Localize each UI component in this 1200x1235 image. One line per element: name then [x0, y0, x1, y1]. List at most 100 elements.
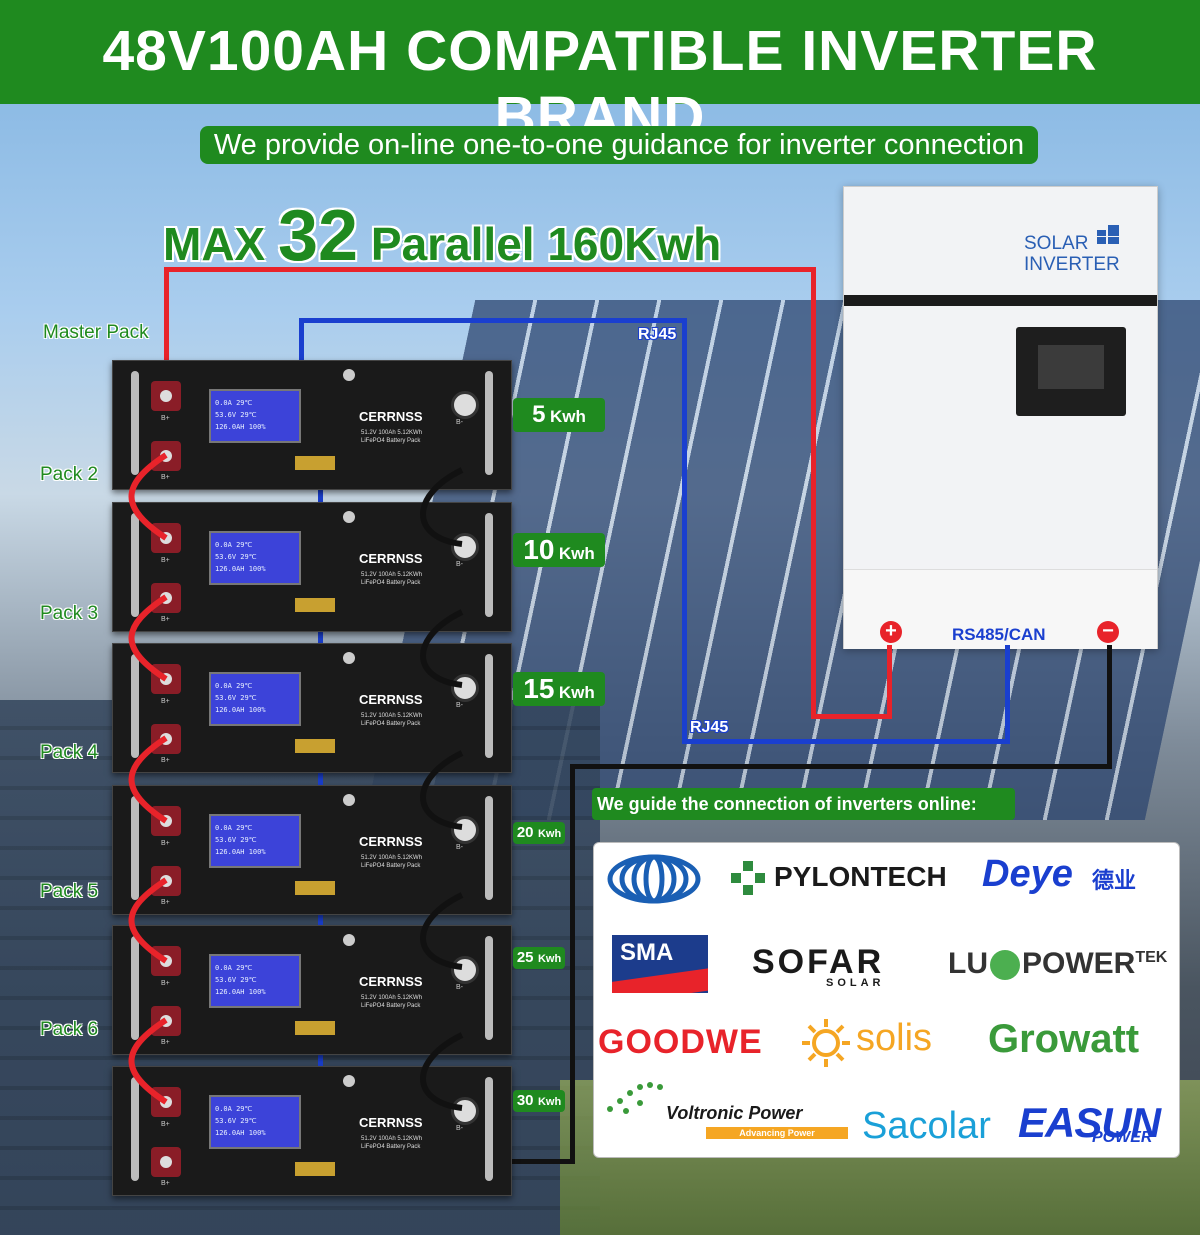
capacity-number: 5: [532, 401, 546, 428]
battery-spec-line: LiFePO4 Battery Pack: [361, 438, 421, 444]
battery-lcd: 0.0A 29℃ 53.6V 29℃ 126.0AH 100%: [209, 389, 301, 443]
positive-terminal: [151, 583, 181, 613]
rack-handle: [485, 1077, 493, 1181]
negative-terminal: [451, 391, 479, 419]
power-button-icon: [343, 1075, 355, 1087]
rack-handle: [131, 936, 139, 1040]
battery-spec: 51.2V 100Ah 5.12KWh LiFePO4 Battery Pack: [361, 854, 422, 870]
inverter-band: [844, 295, 1157, 306]
terminal-label: B+: [161, 757, 170, 764]
terminal-label: B-: [456, 419, 463, 426]
title-banner: 48V100AH COMPATIBLE INVERTER BRAND: [0, 0, 1200, 149]
battery-spec-line: 51.2V 100Ah 5.12KWh: [361, 995, 423, 1001]
pack-label: Master Pack: [43, 322, 149, 343]
rack-handle: [485, 513, 493, 617]
pylontech-logo-icon: [731, 861, 765, 895]
battery-lcd: 0.0A 29℃ 53.6V 29℃ 126.0AH 100%: [209, 814, 301, 868]
capacity-badge: 10 Kwh: [513, 533, 605, 567]
inverter-brand: SOLAR INVERTER: [1024, 233, 1120, 275]
battery-spec-line: 51.2V 100Ah 5.12KWh: [361, 855, 423, 861]
power-button-icon: [343, 934, 355, 946]
battery-brand: CERRNSS: [359, 1115, 423, 1130]
battery-spec-line: 51.2V 100Ah 5.12KWh: [361, 572, 423, 578]
battery-spec: 51.2V 100Ah 5.12KWh LiFePO4 Battery Pack: [361, 994, 422, 1010]
capacity-badge: 15 Kwh: [513, 672, 605, 706]
terminal-label: B+: [161, 557, 170, 564]
solis-logo: solis: [856, 1017, 933, 1059]
battery-lcd: 0.0A 29℃ 53.6V 29℃ 126.0AH 100%: [209, 531, 301, 585]
easun-logo: EASUN: [1018, 1099, 1161, 1146]
pack-label: Pack 3: [40, 603, 99, 624]
terminal-label: B+: [161, 616, 170, 623]
blue-wire-left: [682, 318, 687, 744]
negative-terminal: [451, 533, 479, 561]
rack-handle: [131, 654, 139, 758]
pack-label: Pack 6: [40, 1019, 99, 1040]
battery-spec-line: 51.2V 100Ah 5.12KWh: [361, 713, 423, 719]
sofar-logo: SOFAR: [752, 943, 885, 981]
positive-terminal: [151, 866, 181, 896]
battery-spec-line: LiFePO4 Battery Pack: [361, 721, 421, 727]
positive-terminal: [151, 523, 181, 553]
capacity-badge: 20 Kwh: [513, 822, 565, 844]
lcd-line: 53.6V 29℃: [215, 411, 257, 419]
capacity-number: 30: [516, 1092, 534, 1109]
black-wire-bottom: [460, 1159, 575, 1164]
battery-spec: 51.2V 100Ah 5.12KWh LiFePO4 Battery Pack: [361, 712, 422, 728]
rj45-ports: [295, 1162, 335, 1176]
battery-brand: CERRNSS: [359, 409, 423, 424]
blue-wire-top: [299, 318, 687, 323]
positive-terminal: [151, 1147, 181, 1177]
lcd-line: 53.6V 29℃: [215, 976, 257, 984]
positive-terminal: [151, 1006, 181, 1036]
lcd-line: 0.0A 29℃: [215, 541, 253, 549]
red-wire-master: [164, 267, 169, 389]
rj45-ports: [295, 739, 335, 753]
negative-terminal: [451, 816, 479, 844]
lcd-line: 53.6V 29℃: [215, 1117, 257, 1125]
battery-brand: CERRNSS: [359, 834, 423, 849]
battery-spec-line: LiFePO4 Battery Pack: [361, 580, 421, 586]
battery-spec: 51.2V 100Ah 5.12KWh LiFePO4 Battery Pack: [361, 429, 422, 445]
lcd-line: 0.0A 29℃: [215, 682, 253, 690]
battery-pack: B+ B+ 0.0A 29℃ 53.6V 29℃ 126.0AH 100% CE…: [112, 1066, 512, 1196]
subtitle-badge: We provide on-line one-to-one guidance f…: [200, 126, 1038, 164]
terminal-label: B+: [161, 899, 170, 906]
terminal-label: B+: [161, 1039, 170, 1046]
battery-pack: B+ B+ 0.0A 29℃ 53.6V 29℃ 126.0AH 100% CE…: [112, 502, 512, 632]
battery-pack: B+ B+ 0.0A 29℃ 53.6V 29℃ 126.0AH 100% CE…: [112, 643, 512, 773]
deye-logo: Deye: [982, 853, 1073, 895]
terminal-label: B-: [456, 702, 463, 709]
capacity-unit: Kwh: [537, 1096, 562, 1108]
lcd-line: 53.6V 29℃: [215, 836, 257, 844]
blue-wire-bottom: [682, 739, 1010, 744]
power-button-icon: [343, 652, 355, 664]
black-wire-top: [570, 764, 1112, 769]
battery-pack: B+ B+ 0.0A 29℃ 53.6V 29℃ 126.0AH 100% CE…: [112, 925, 512, 1055]
battery-spec-line: 51.2V 100Ah 5.12KWh: [361, 1136, 423, 1142]
battery-lcd: 0.0A 29℃ 53.6V 29℃ 126.0AH 100%: [209, 1095, 301, 1149]
rack-handle: [131, 371, 139, 475]
lcd-line: 0.0A 29℃: [215, 399, 253, 407]
rj45-ports: [295, 1021, 335, 1035]
max-prefix: MAX: [163, 218, 266, 270]
pack-label: Pack 5: [40, 881, 99, 902]
blue-wire-inverter: [1005, 645, 1010, 744]
battery-spec-line: 51.2V 100Ah 5.12KWh: [361, 430, 423, 436]
max-suffix: Parallel 160Kwh: [370, 218, 722, 270]
negative-terminal-icon: −: [1097, 621, 1119, 643]
solis-sun-icon: [802, 1019, 850, 1067]
lcd-line: 53.6V 29℃: [215, 694, 257, 702]
battery-pack: B+ B+ 0.0A 29℃ 53.6V 29℃ 126.0AH 100% CE…: [112, 785, 512, 915]
max-number: 32: [278, 196, 359, 276]
positive-terminal: [151, 806, 181, 836]
black-wire-inverter: [1107, 645, 1112, 769]
capacity-number: 20: [516, 824, 534, 841]
terminal-label: B-: [456, 1125, 463, 1132]
battery-spec-line: LiFePO4 Battery Pack: [361, 863, 421, 869]
capacity-badge: 25 Kwh: [513, 947, 565, 969]
pack-label: Pack 2: [40, 464, 99, 485]
rack-handle: [485, 936, 493, 1040]
